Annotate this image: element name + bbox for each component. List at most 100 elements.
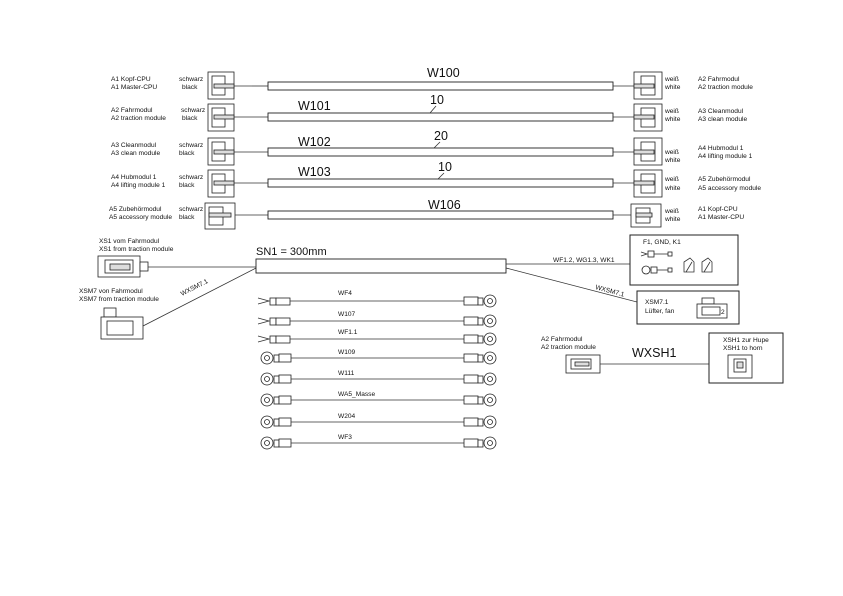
- cable-right-color-en: white: [664, 116, 681, 123]
- cable-left-label-1: A3 Cleanmodul: [111, 142, 157, 149]
- horn-box-label-1: XSH1 zur Hupe: [723, 337, 769, 344]
- cable-bundle: [267, 178, 614, 188]
- cable-row-w102: A3 Cleanmodul A3 clean module schwarz bl…: [111, 129, 753, 166]
- cable-right-color-de: weiß: [664, 76, 679, 83]
- harness-left-branch-label: WXSM7.1: [180, 278, 210, 298]
- fork-terminal-icon: [257, 297, 271, 305]
- cable-right-color-de: weiß: [664, 176, 679, 183]
- cable-left-color-en: black: [179, 150, 195, 157]
- horn-left-connector: [565, 354, 709, 374]
- cable-right-label-1: A2 Fahrmodul: [698, 76, 740, 83]
- fork-terminal-icon: [257, 317, 271, 325]
- ground-wire-list: WF4 W107 WF1.1: [257, 290, 497, 450]
- xs1-connector: [97, 255, 256, 278]
- harness-left-bottom-label-2: XSM7 from traction module: [79, 296, 159, 303]
- harness-right-top-label: WF1.2, WG1.3, WK1: [553, 257, 615, 264]
- cable-bundle: [267, 112, 614, 122]
- cable-row-w106: A5 Zubehörmodul A5 accessory module schw…: [109, 198, 744, 230]
- ground-wire: WF4: [257, 290, 497, 308]
- left-connector: [207, 169, 268, 198]
- cable-bundle: [267, 147, 614, 157]
- cable-left-label-1: A2 Fahrmodul: [111, 107, 153, 114]
- cable-right-color-en: white: [664, 157, 681, 164]
- fan-box: XSM7.1 Lüfter, fan 2: [636, 290, 740, 325]
- horn-box-label-2: XSH1 to horn: [723, 345, 763, 352]
- cable-left-label-2: A2 traction module: [111, 115, 166, 122]
- ground-wire-label: W109: [338, 349, 356, 356]
- harness-left-bottom-label-1: XSM7 von Fahrmodul: [79, 288, 143, 295]
- cable-id: W102: [298, 135, 331, 149]
- fork-terminal-icon: [640, 250, 673, 258]
- harness-left-top-label-2: XS1 from traction module: [99, 246, 174, 253]
- cable-right-color-en: white: [664, 216, 681, 223]
- cable-left-color-en: black: [179, 214, 195, 221]
- cable-bundle: [267, 81, 614, 91]
- xsm7-connector: [100, 267, 257, 340]
- cable-left-color-de: schwarz: [179, 174, 203, 181]
- cable-left-color-de: schwarz: [179, 142, 203, 149]
- cable-right-label-2: A1 Master-CPU: [698, 214, 744, 221]
- horn-box: XSH1 zur Hupe XSH1 to horn: [708, 332, 784, 384]
- ground-wire: W111: [260, 370, 497, 386]
- cable-left-color-en: black: [179, 182, 195, 189]
- cable-row-w100: A1 Kopf-CPU A1 Master-CPU schwarz black …: [111, 66, 753, 100]
- cable-id: W101: [298, 99, 331, 113]
- ground-wire: W204: [260, 413, 497, 429]
- terminals-box: F1, GND, K1: [629, 234, 739, 286]
- harness-length-label: SN1 = 300mm: [256, 246, 327, 258]
- right-connector: [633, 103, 663, 132]
- ground-wire-label: W111: [338, 370, 355, 377]
- horn-left-label-2: A2 traction module: [541, 344, 596, 351]
- fork-terminal-icon: [257, 335, 271, 343]
- harness-sn1: XS1 vom Fahrmodul XS1 from traction modu…: [79, 234, 740, 340]
- cable-right-color-de: weiß: [664, 208, 679, 215]
- terminals-box-title: F1, GND, K1: [643, 239, 681, 246]
- cable-left-label-1: A5 Zubehörmodul: [109, 206, 162, 213]
- harness-left-top-label-1: XS1 vom Fahrmodul: [99, 238, 160, 245]
- cable-right-label-1: A1 Kopf-CPU: [698, 206, 738, 213]
- fan-connector-pin: 2: [721, 309, 725, 316]
- cable-right-label-2: A3 clean module: [698, 116, 747, 123]
- horn-left-label-1: A2 Fahrmodul: [541, 336, 583, 343]
- harness-right-branch-label: WXSM7.1: [594, 284, 625, 299]
- ground-wire: WF3: [260, 434, 497, 450]
- right-connector: [630, 203, 662, 228]
- cable-left-label-2: A3 clean module: [111, 150, 160, 157]
- cable-id: W103: [298, 165, 331, 179]
- cable-id: W100: [427, 66, 460, 80]
- ground-wire-label: WA5_Masse: [338, 391, 375, 398]
- ground-wire-label: W107: [338, 311, 356, 318]
- cable-right-label-2: A5 accessory module: [698, 185, 761, 192]
- ground-wire: W109: [260, 349, 497, 365]
- cable-length: 20: [434, 129, 448, 143]
- cable-left-label-2: A4 lifting module 1: [111, 182, 166, 189]
- cable-id: W106: [428, 198, 461, 212]
- cable-left-label-2: A5 accessory module: [109, 214, 172, 221]
- cable-left-color-en: black: [182, 84, 198, 91]
- ground-wire-label: W204: [338, 413, 356, 420]
- cable-length: 10: [438, 160, 452, 174]
- fan-box-label-1: XSM7.1: [645, 299, 669, 306]
- cable-row-w101: A2 Fahrmodul A2 traction module schwarz …: [111, 93, 747, 132]
- cable-right-color-en: white: [664, 84, 681, 91]
- cable-left-color-de: schwarz: [179, 206, 203, 213]
- flat-terminal-icon: [683, 257, 695, 273]
- ground-wire: W107: [257, 311, 497, 328]
- ground-wire-label: WF4: [338, 290, 352, 297]
- ground-wire-label: WF3: [338, 434, 352, 441]
- ring-terminal-icon: [641, 265, 673, 275]
- cable-left-label-2: A1 Master-CPU: [111, 84, 157, 91]
- left-connector: [204, 202, 268, 230]
- right-connector: [633, 137, 663, 166]
- cable-left-color-de: schwarz: [181, 107, 205, 114]
- cable-right-label-1: A4 Hubmodul 1: [698, 145, 744, 152]
- ground-wire: WF1.1: [257, 329, 497, 346]
- cable-bundle: [267, 210, 614, 220]
- cable-right-color-en: white: [664, 185, 681, 192]
- cable-left-label-1: A1 Kopf-CPU: [111, 76, 151, 83]
- left-connector: [207, 137, 268, 166]
- right-connector: [633, 71, 663, 100]
- cable-right-color-de: weiß: [664, 108, 679, 115]
- ground-wire: WA5_Masse: [260, 391, 497, 407]
- horn-connector: [727, 354, 753, 379]
